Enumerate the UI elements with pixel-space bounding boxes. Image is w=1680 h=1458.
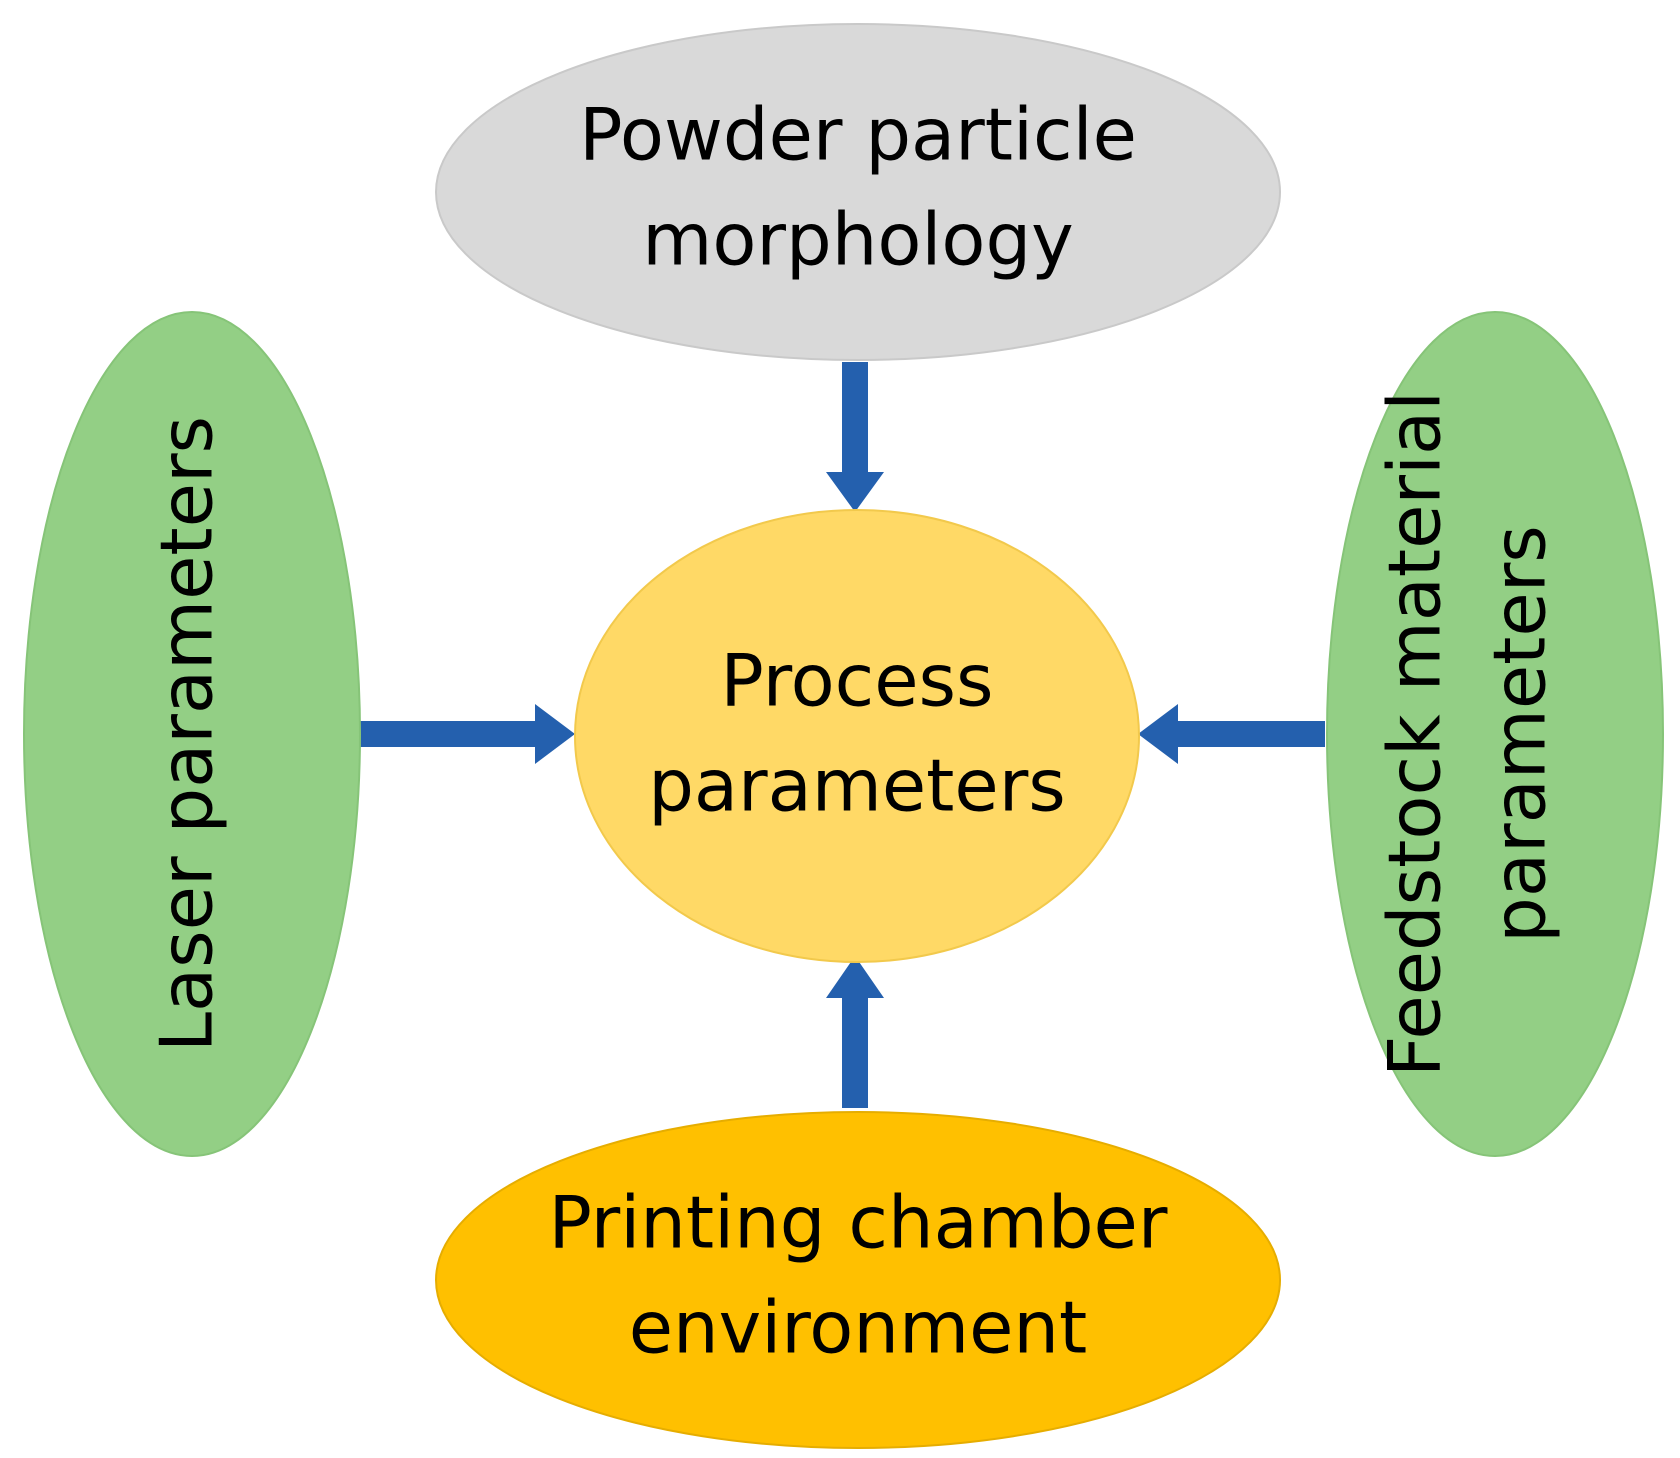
node-center-label-line-1: Process [720,639,993,723]
node-right-shape [1326,311,1664,1157]
arrow-left-to-center [355,704,575,764]
node-laser-parameters: Laser parameters [23,311,361,1157]
node-top-shape [435,23,1281,361]
node-top-label-line-2: morphology [642,198,1074,282]
arrow-bottom-to-center [826,956,884,1108]
node-process-parameters: Process parameters [574,509,1140,963]
node-center-label-line-2: parameters [648,744,1066,828]
node-left-label-line-1: Laser parameters [145,416,229,1052]
arrow-top-to-center [826,362,884,512]
node-powder-particle-morphology: Powder particle morphology [435,23,1281,361]
node-center-shape [574,509,1140,963]
node-right-label-line-2: parameters [1478,525,1562,943]
node-right-label-line-1: Feedstock material [1373,391,1457,1077]
node-printing-chamber-environment: Printing chamber environment [435,1111,1281,1449]
arrow-right-to-center [1138,704,1325,764]
node-top-label-line-1: Powder particle [579,93,1137,177]
arrows [355,362,1325,1108]
node-bottom-label-line-2: environment [629,1286,1088,1370]
node-bottom-shape [435,1111,1281,1449]
node-feedstock-material-parameters: Feedstock material parameters [1326,311,1664,1157]
node-left-shape [23,311,361,1157]
node-bottom-label-line-1: Printing chamber [549,1181,1168,1265]
